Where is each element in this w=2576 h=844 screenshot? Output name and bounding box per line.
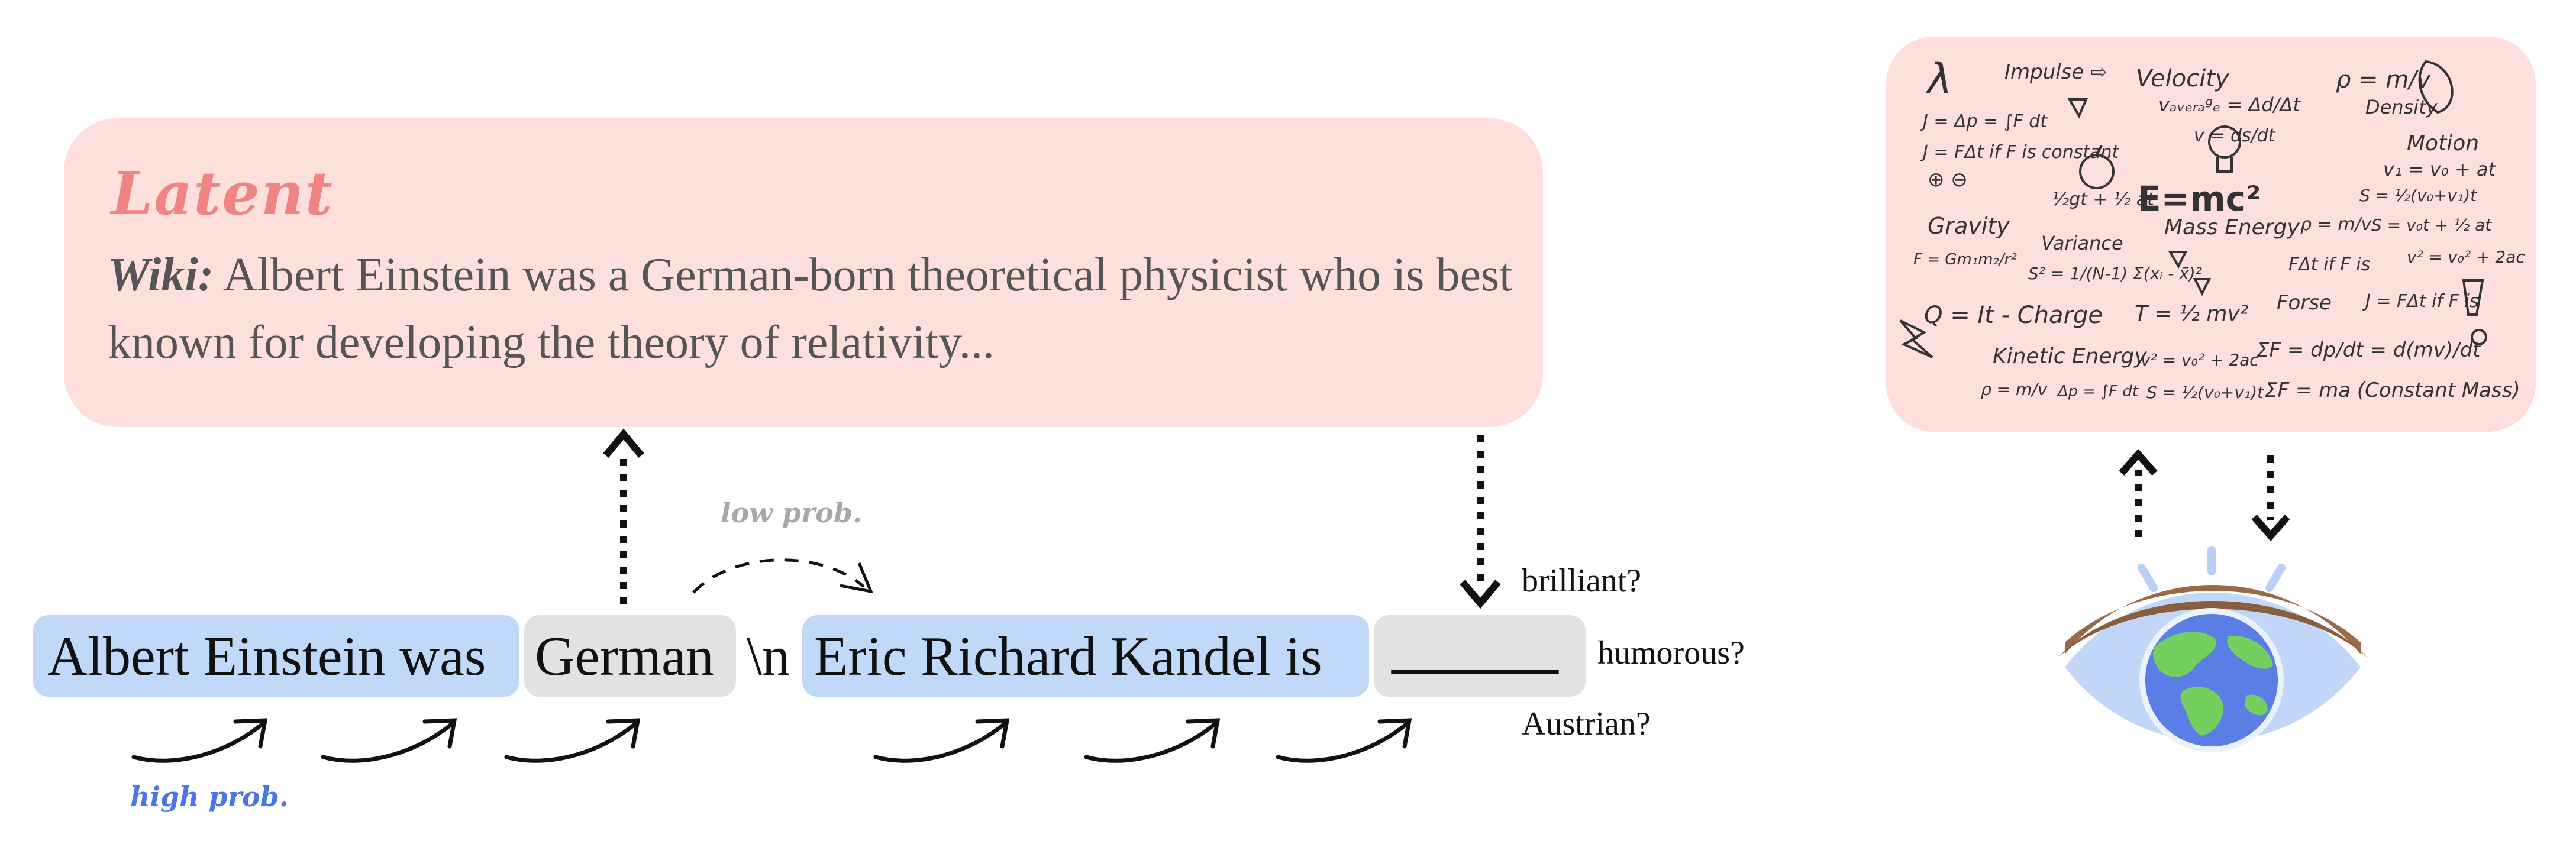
prism-icon <box>2193 278 2212 296</box>
formula: ρ = m/v <box>1981 380 2048 399</box>
dashed-curved-arrow-icon <box>692 558 874 594</box>
formula: Gravity <box>1928 213 2010 239</box>
dotted-up-arrow-icon <box>603 428 644 604</box>
formula: S = v₀t + ½ at <box>2371 215 2492 235</box>
lightbulb-base <box>2216 157 2233 173</box>
token-eric-richard-kandel-is <box>802 615 1369 697</box>
wiki-body: Albert Einstein was a German-born theore… <box>108 249 1513 368</box>
formula: ΣF = dp/dt = d(mv)/dt <box>2257 338 2481 362</box>
curved-arrow-icon <box>1276 718 1412 763</box>
formula: Mass Energy <box>2164 215 2300 240</box>
apple-icon <box>2079 154 2115 189</box>
formula: Variance <box>2041 232 2123 254</box>
candidate-austrian: Austrian? <box>1522 706 1651 742</box>
dotted-up-arrow-icon <box>2119 448 2158 537</box>
segment-eric-richard-kandel-is: Eric Richard Kandel is <box>814 626 1322 687</box>
formula: F = Gm₁m₂/r² <box>1913 251 2017 269</box>
curved-arrow-icon <box>504 718 641 763</box>
wiki-label: Wiki: <box>108 249 214 301</box>
lightbulb-icon <box>2208 125 2241 159</box>
apple-stem <box>2096 145 2103 156</box>
formula: ρ = m/v <box>2336 66 2431 93</box>
formula: v² = v₀² + 2ac <box>2407 247 2525 267</box>
candidate-humorous: humorous? <box>1597 635 1745 671</box>
blank-slot: ______ <box>1392 617 1558 678</box>
lightning-icon <box>1899 319 1933 358</box>
magnet-icon <box>2418 60 2454 114</box>
wiki-text: Wiki: Albert Einstein was a German-born … <box>108 241 1528 376</box>
formula: ½gt + ½ at <box>2052 189 2154 210</box>
dotted-down-arrow-icon <box>1460 435 1501 609</box>
formula: Velocity <box>2136 65 2229 92</box>
token-german <box>524 615 736 697</box>
low-prob-label: low prob. <box>721 497 863 529</box>
dotted-down-arrow-icon <box>2251 455 2290 542</box>
formula: Kinetic Energy <box>1993 344 2147 368</box>
curved-arrow-icon <box>131 718 268 763</box>
curved-arrow-icon <box>321 718 457 763</box>
formula: ΣF = ma (Constant Mass) <box>2265 379 2520 402</box>
latent-title: Latent <box>111 159 334 228</box>
curved-arrow-icon <box>1084 718 1221 763</box>
cup-icon <box>2462 279 2484 316</box>
newline-separator: \n <box>747 626 790 687</box>
formula: ⊕ ⊖ <box>1928 168 1968 192</box>
formula: Motion <box>2407 131 2480 156</box>
latent-box <box>64 118 1543 427</box>
formula: vₐᵥₑᵣₐᵍₑ = Δd/Δt <box>2158 93 2300 116</box>
formula: v₁ = v₀ + at <box>2383 158 2496 180</box>
formula: S² = 1/(N-1) Σ(xᵢ - x̄)² <box>2028 264 2202 283</box>
formula: E=mc² <box>2138 179 2261 219</box>
formula: ρ = m/v <box>2300 214 2372 235</box>
formula: FΔt if F is <box>2288 254 2371 275</box>
candidate-brilliant: brilliant? <box>1522 562 1642 599</box>
prism-icon <box>2168 251 2188 269</box>
token-blank <box>1374 615 1586 697</box>
formula: λ <box>1928 54 1952 103</box>
token-albert-einstein-was <box>33 615 519 697</box>
high-prob-label: high prob. <box>130 781 289 813</box>
segment-albert-einstein-was: Albert Einstein was <box>47 626 486 687</box>
eye-globe-icon <box>2058 546 2368 752</box>
circle-icon <box>2471 329 2487 345</box>
formula: S = ½(v₀+v₁)t <box>2146 383 2264 402</box>
formula: J = Δp = ∫F dt <box>1923 111 2048 132</box>
formula: Δp = ∫F dt <box>2058 383 2139 400</box>
curved-arrow-icon <box>873 718 1010 763</box>
formula: Q = It - Charge <box>1924 302 2103 329</box>
prism-icon <box>2067 98 2088 119</box>
segment-german: German <box>535 626 714 687</box>
formula: J = FΔt if F is <box>2365 291 2479 312</box>
formula: Impulse ⇨ <box>2004 60 2107 84</box>
formula: Forse <box>2277 291 2332 315</box>
physics-doodles <box>1899 60 2487 358</box>
formula: v² = v₀² + 2ac <box>2141 350 2259 370</box>
formula: T = ½ mv² <box>2135 302 2249 326</box>
formula: S = ½(v₀+v₁)t <box>2359 186 2477 205</box>
